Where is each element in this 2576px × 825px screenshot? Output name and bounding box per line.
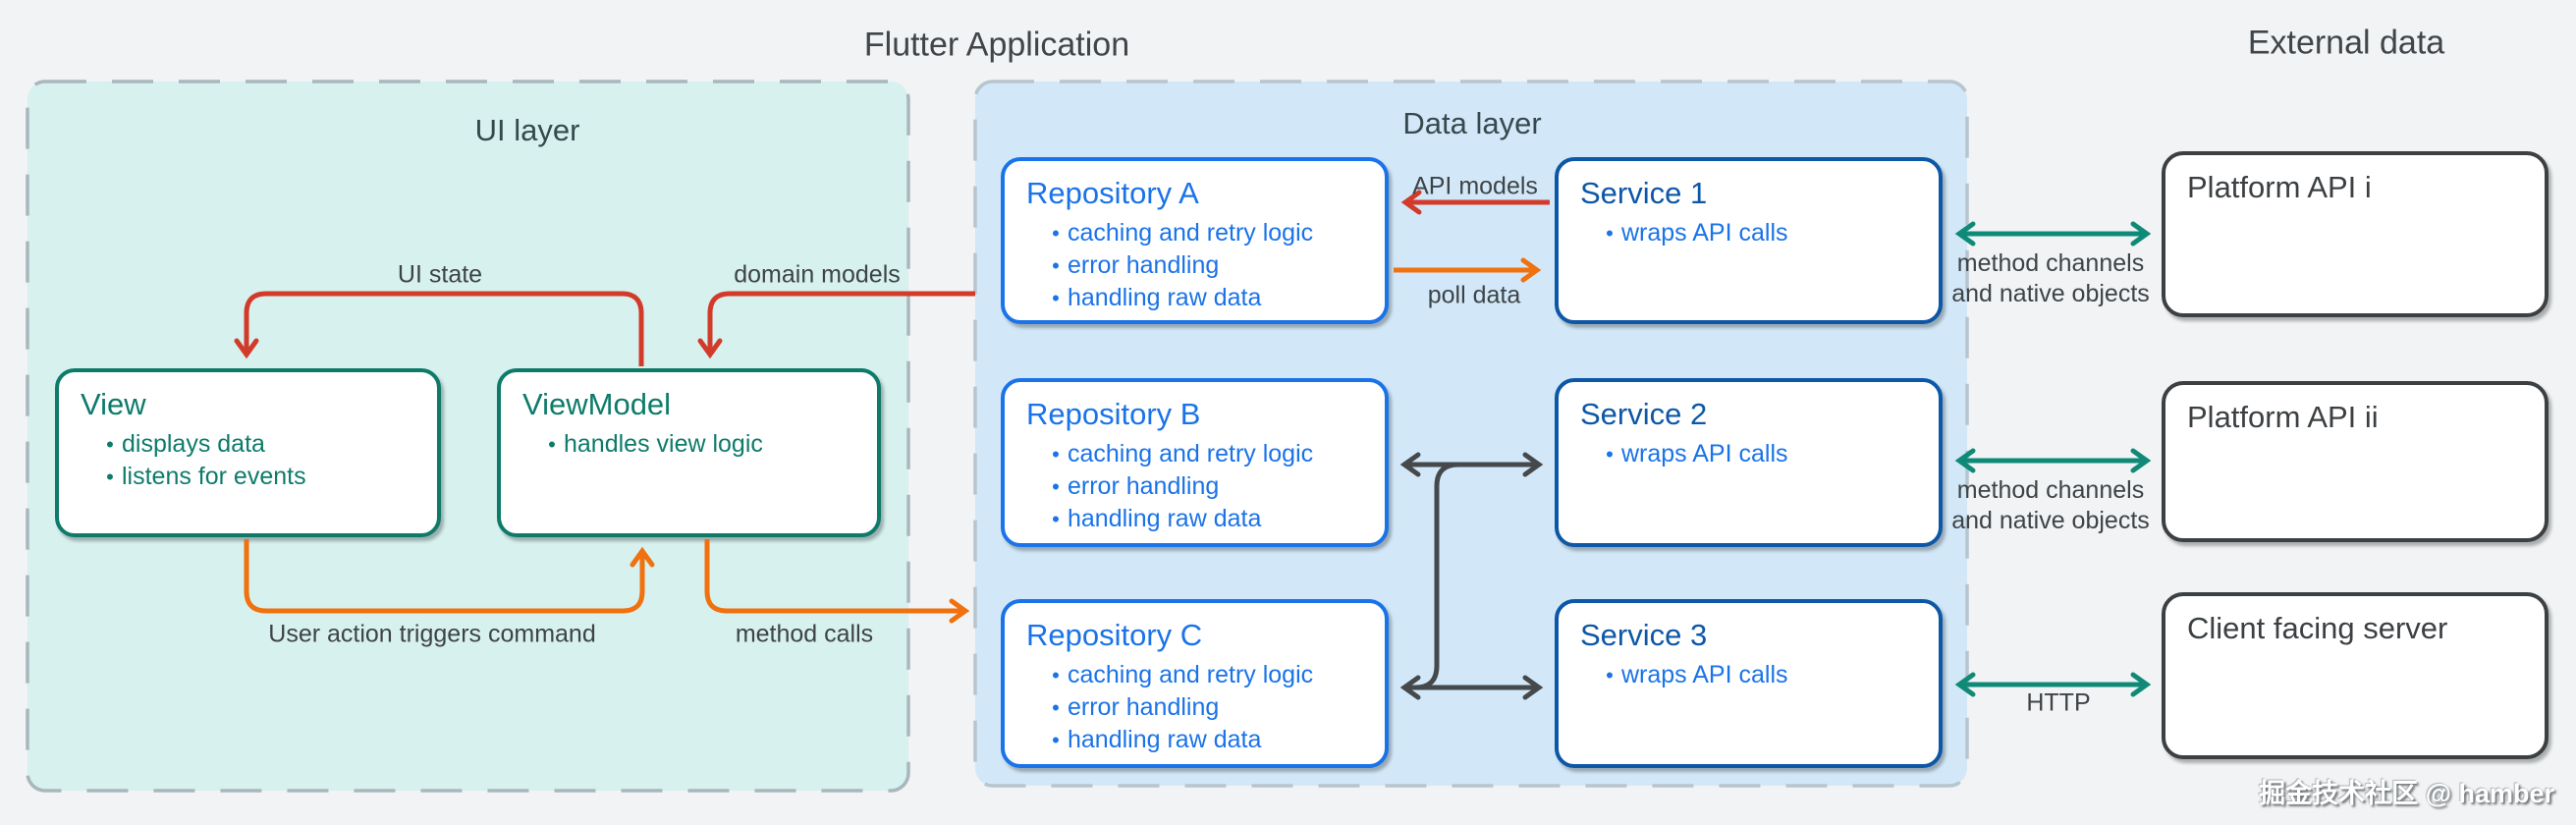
method-calls-arrow (704, 539, 970, 624)
bullet-icon: • (1052, 221, 1060, 246)
service-2-bullets: •wraps API calls (1559, 438, 1939, 470)
list-item: •handling raw data (1044, 724, 1379, 756)
service-1-bullets: •wraps API calls (1559, 217, 1939, 249)
list-item: •handling raw data (1044, 503, 1379, 535)
poll-data-label: poll data (1427, 281, 1521, 309)
repository-b-box: Repository B •caching and retry logic •e… (1001, 378, 1389, 547)
bullet-icon: • (1052, 695, 1060, 720)
platform-api-i-box: Platform API i (2162, 151, 2549, 317)
list-item: •error handling (1044, 470, 1379, 503)
http-label: HTTP (2026, 688, 2091, 717)
bullet-icon: • (1052, 286, 1060, 310)
repository-b-bullets: •caching and retry logic •error handling… (1005, 438, 1385, 535)
method-channels-label-1: method channels and native objects (1951, 249, 2150, 307)
repository-b-title: Repository B (1026, 397, 1201, 431)
watermark: 掘金技术社区 @ hamber (2259, 779, 2554, 808)
service-3-title: Service 3 (1580, 618, 1708, 652)
bullet-icon: • (106, 432, 114, 457)
external-data-header: External data (2247, 24, 2445, 62)
bullet-icon: • (1606, 663, 1614, 688)
list-item: •listens for events (98, 461, 431, 493)
method-calls-label: method calls (735, 620, 874, 648)
list-item: •handling raw data (1044, 282, 1379, 314)
repository-c-title: Repository C (1026, 618, 1203, 652)
list-item: •displays data (98, 428, 431, 461)
data-layer-label: Data layer (1402, 106, 1542, 140)
repo-service-cross-link (1414, 462, 1459, 690)
repository-a-title: Repository A (1026, 176, 1199, 210)
view-bullets: •displays data •listens for events (59, 428, 437, 493)
list-item: •error handling (1044, 691, 1379, 724)
service-2-title: Service 2 (1580, 397, 1708, 431)
service-1-box: Service 1 •wraps API calls (1555, 157, 1943, 324)
list-item: •wraps API calls (1598, 438, 1933, 470)
list-item: •caching and retry logic (1044, 217, 1379, 249)
repository-c-box: Repository C •caching and retry logic •e… (1001, 599, 1389, 768)
client-facing-server-title: Client facing server (2187, 611, 2448, 645)
repository-a-box: Repository A •caching and retry logic •e… (1001, 157, 1389, 324)
bullet-icon: • (548, 432, 556, 457)
bullet-icon: • (1606, 221, 1614, 246)
view-box: View •displays data •listens for events (55, 368, 441, 537)
ui-state-label: UI state (397, 260, 483, 289)
service-1-title: Service 1 (1580, 176, 1708, 210)
repository-c-bullets: •caching and retry logic •error handling… (1005, 659, 1385, 756)
platform-api-i-title: Platform API i (2187, 170, 2372, 204)
domain-models-arrow (697, 291, 975, 359)
service-3-box: Service 3 •wraps API calls (1555, 599, 1943, 768)
bullet-icon: • (1052, 728, 1060, 752)
list-item: •caching and retry logic (1044, 659, 1379, 691)
domain-models-label: domain models (734, 260, 901, 289)
bullet-icon: • (1606, 442, 1614, 467)
list-item: •wraps API calls (1598, 659, 1933, 691)
repository-a-bullets: •caching and retry logic •error handling… (1005, 217, 1385, 314)
viewmodel-box: ViewModel •handles view logic (497, 368, 881, 537)
list-item: •wraps API calls (1598, 217, 1933, 249)
viewmodel-title: ViewModel (522, 387, 672, 421)
bullet-icon: • (1052, 253, 1060, 278)
bullet-icon: • (1052, 663, 1060, 688)
service-2-box: Service 2 •wraps API calls (1555, 378, 1943, 547)
flutter-application-header: Flutter Application (863, 26, 1130, 64)
viewmodel-bullets: •handles view logic (501, 428, 877, 461)
ui-layer-label: UI layer (474, 113, 580, 147)
list-item: •handles view logic (540, 428, 871, 461)
api-models-label: API models (1412, 172, 1538, 200)
client-facing-server-box: Client facing server (2162, 592, 2549, 759)
method-channels-label-2: method channels and native objects (1951, 476, 2150, 534)
bullet-icon: • (1052, 507, 1060, 531)
ui-state-arrow (234, 291, 644, 366)
user-action-label: User action triggers command (268, 620, 596, 648)
list-item: •error handling (1044, 249, 1379, 282)
bullet-icon: • (1052, 474, 1060, 499)
service-3-bullets: •wraps API calls (1559, 659, 1939, 691)
platform-api-ii-title: Platform API ii (2187, 400, 2379, 434)
view-title: View (81, 387, 146, 421)
bullet-icon: • (106, 465, 114, 489)
platform-api-ii-box: Platform API ii (2162, 381, 2549, 542)
bullet-icon: • (1052, 442, 1060, 467)
user-action-arrow (244, 539, 655, 614)
list-item: •caching and retry logic (1044, 438, 1379, 470)
